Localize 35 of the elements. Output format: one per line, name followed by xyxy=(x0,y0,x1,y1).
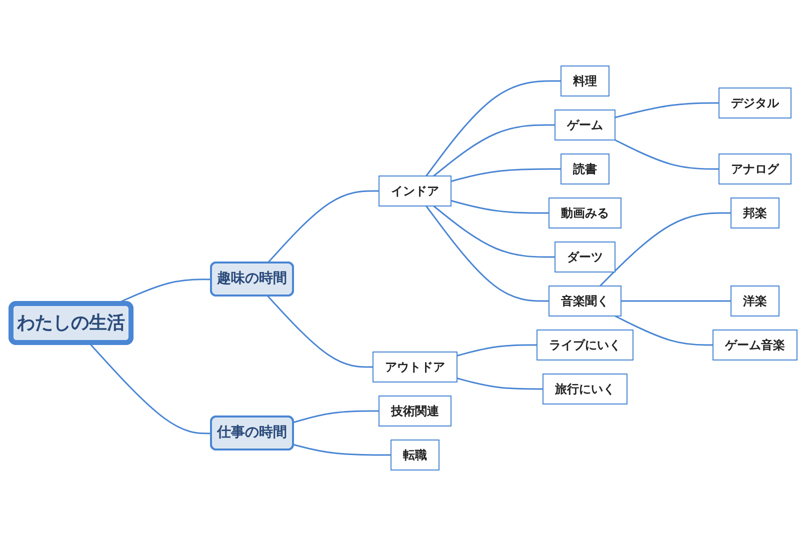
connector xyxy=(425,205,548,302)
connector xyxy=(456,377,542,390)
connector xyxy=(620,300,730,302)
node-box: 邦楽 xyxy=(730,197,779,228)
node-box: 技術関連 xyxy=(378,395,451,426)
connector xyxy=(450,199,548,214)
node-box: アウトドア xyxy=(372,351,457,382)
connector xyxy=(450,168,560,182)
connector xyxy=(614,314,712,346)
node-box: 料理 xyxy=(560,65,609,96)
node-box: ライブにいく xyxy=(536,329,633,360)
node-box: 旅行にいく xyxy=(542,373,627,404)
connector xyxy=(88,342,211,434)
node-box: インドア xyxy=(378,175,451,206)
node-box: ダーツ xyxy=(554,241,615,272)
node-box: ゲーム音楽 xyxy=(712,329,797,360)
connector xyxy=(614,102,718,118)
node-box: ゲーム xyxy=(554,109,615,140)
connector xyxy=(432,124,554,176)
node-box: 音楽聞く xyxy=(548,285,621,316)
connector xyxy=(266,190,378,263)
connector xyxy=(425,80,560,176)
connector xyxy=(292,410,378,423)
connector xyxy=(456,344,536,356)
node-box: 動画みる xyxy=(548,197,621,228)
node-box: アナログ xyxy=(718,153,791,184)
node-box: 洋楽 xyxy=(730,285,779,316)
node-box: デジタル xyxy=(718,87,791,118)
connector xyxy=(598,212,730,286)
connector xyxy=(432,204,554,258)
node-box: 転職 xyxy=(390,439,439,470)
connector xyxy=(614,138,718,170)
node-box: 読書 xyxy=(560,153,609,184)
connector xyxy=(266,295,372,368)
connector xyxy=(292,443,390,456)
